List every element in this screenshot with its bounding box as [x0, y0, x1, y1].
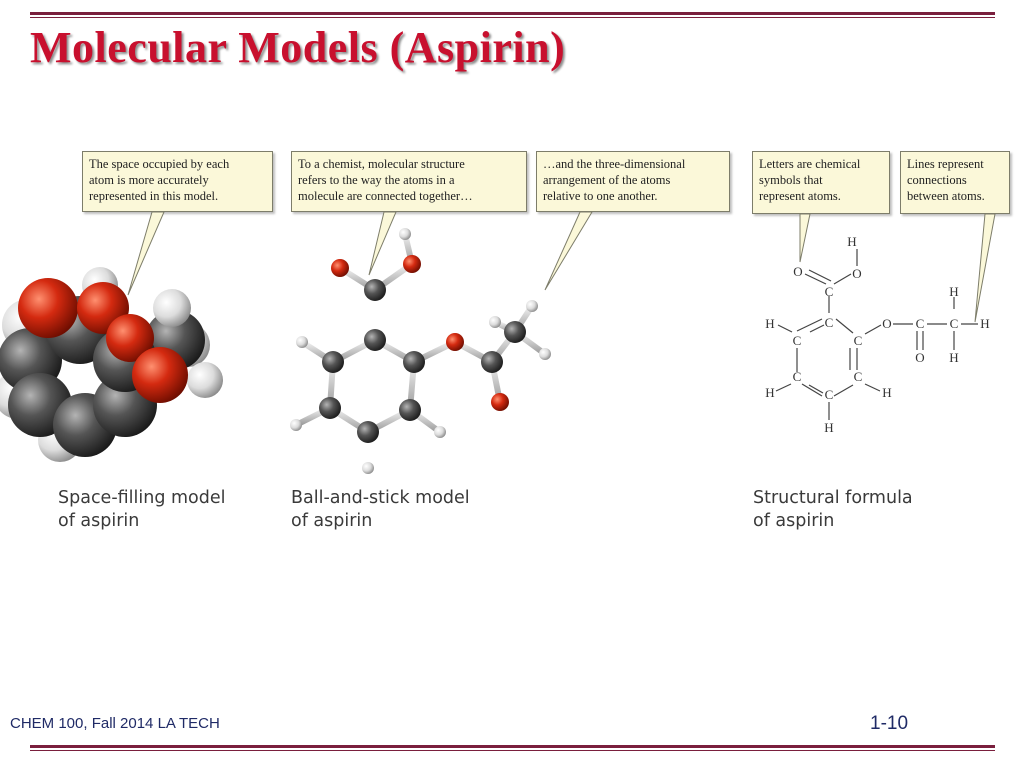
atom-h-ring-4: H	[824, 420, 833, 435]
caption-space-filling: Space-filling model of aspirin	[58, 488, 226, 531]
callout-chemical-symbols: Letters are chemical symbols that repres…	[752, 151, 890, 214]
ball-and-stick-model	[290, 228, 551, 474]
atom-c-methyl: C	[950, 316, 959, 331]
formula-bonds	[775, 249, 978, 420]
atom-h-ring-3: H	[765, 385, 774, 400]
callout-lines-connections: Lines represent connections between atom…	[900, 151, 1010, 214]
atoms	[290, 228, 551, 474]
callout-molecular-structure: To a chemist, molecular structure refers…	[291, 151, 527, 212]
pointer-three-dimensional	[544, 211, 593, 291]
atom-o-hydroxyl: O	[852, 266, 861, 281]
atom-h-methyl-3: H	[949, 350, 958, 365]
atom-h-methyl-2: H	[980, 316, 989, 331]
callout-space-filling: The space occupied by each atom is more …	[82, 151, 273, 212]
callout-three-dimensional: …and the three-dimensional arrangement o…	[536, 151, 730, 212]
atom-h-methyl-1: H	[949, 284, 958, 299]
pointer-chemical-symbols	[799, 213, 811, 263]
atom-c-ring-6: C	[854, 333, 863, 348]
atom-c-ring-1: C	[825, 315, 834, 330]
atom-o-ester: O	[882, 316, 891, 331]
atom-c-ester: C	[916, 316, 925, 331]
space-filling-model	[0, 267, 223, 462]
structural-formula: H O O C C H C C O C H C H O H C C H H C …	[765, 234, 989, 435]
callout-pointers	[127, 211, 996, 323]
atom-c-ring-3: C	[793, 369, 802, 384]
formula-atoms: H O O C C H C C O C H C H O H C C H H C …	[765, 234, 989, 435]
atom-h-ring-5: H	[882, 385, 891, 400]
caption-structural-formula: Structural formula of aspirin	[753, 488, 913, 531]
pointer-molecular-structure	[368, 211, 397, 276]
top-rule	[30, 12, 995, 18]
atom-o-carbonyl: O	[793, 264, 802, 279]
atom-c-ring-4: C	[825, 387, 834, 402]
bottom-rule	[30, 745, 995, 751]
atom-c-carboxyl: C	[825, 284, 834, 299]
page-number: 1-10	[870, 713, 909, 734]
atom-h-carboxyl: H	[847, 234, 856, 249]
pointer-lines-connections	[974, 213, 996, 323]
pointer-space-filling	[127, 211, 165, 296]
slide-title: Molecular Models (Aspirin)	[30, 23, 566, 72]
atom-h-ring-1: H	[765, 316, 774, 331]
caption-ball-and-stick: Ball-and-stick model of aspirin	[291, 488, 470, 531]
footer-course-label: CHEM 100, Fall 2014 LA TECH	[10, 715, 220, 732]
atom-c-ring-5: C	[854, 369, 863, 384]
atom-o-ester-carbonyl: O	[915, 350, 924, 365]
atom-c-ring-2: C	[793, 333, 802, 348]
